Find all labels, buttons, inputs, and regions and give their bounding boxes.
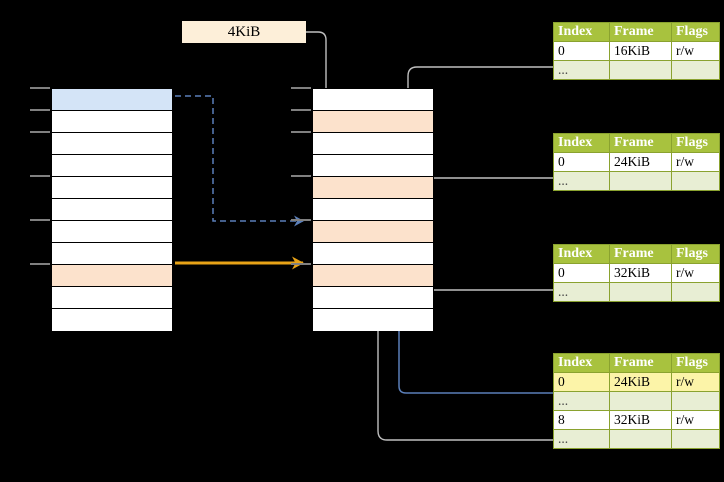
page-table-level-4-header-flags: Flags [671,353,720,373]
page-table-level-4-cell [671,391,720,411]
virtual-cell-tick-1 [30,109,50,111]
page-table-level-4-cell: 32KiB [609,410,672,430]
page-table-level-1-cell [609,60,672,80]
page-table-level-4-cell: ... [553,391,610,411]
page-table-level-3-header-frame: Frame [609,244,672,264]
page-table-level-4-header-frame: Frame [609,353,672,373]
virtual-cell-tick-6 [30,219,50,221]
page-table-level-4-cell: ... [553,429,610,449]
physical-cell-row-10 [313,309,433,331]
page-table-level-4-cell: r/w [671,410,720,430]
wire-left-row0-to-middle-row6-dashed [175,95,304,227]
page-table-level-2-cell: ... [553,171,610,191]
physical-cell-tick-0 [291,87,311,89]
virtual-cell-row-4 [52,177,172,199]
page-table-level-4-cell [671,429,720,449]
physical-cell-tick-8 [291,263,311,265]
page-table-level-2-cell: 24KiB [609,152,672,172]
page-table-level-3-cell: 32KiB [609,263,672,283]
page-table-level-4-cell: 24KiB [609,372,672,392]
page-table-level-1-header-frame: Frame [609,22,672,42]
page-table-level-2-cell [671,171,720,191]
virtual-cell-tick-2 [30,131,50,133]
page-table-level-1-header-flags: Flags [671,22,720,42]
page-table-level-1-cell: 0 [553,41,610,61]
page-table-level-3-cell [671,282,720,302]
physical-cell-row-5 [313,199,433,221]
page-table-level-2-row: ... [553,171,720,191]
physical-cell-tick-4 [291,175,311,177]
physical-address-space-column [312,88,434,331]
page-table-level-1-cell: r/w [671,41,720,61]
physical-cell-row-8 [313,265,433,287]
virtual-cell-row-0 [52,89,172,111]
page-table-level-3-cell [609,282,672,302]
page-table-level-3-header-index: Index [553,244,610,264]
page-table-level-4-row: ... [553,429,720,449]
virtual-cell-row-8 [52,265,172,287]
page-table-level-3-row: ... [553,282,720,302]
page-table-level-2-header-flags: Flags [671,133,720,153]
page-table-level-3-cell: ... [553,282,610,302]
page-table-level-2-cell [609,171,672,191]
page-table-level-4-cell [609,429,672,449]
virtual-cell-row-10 [52,309,172,331]
virtual-cell-row-2 [52,133,172,155]
virtual-cell-row-5 [52,199,172,221]
physical-cell-row-6 [313,221,433,243]
physical-cell-tick-6 [291,219,311,221]
physical-cell-row-9 [313,287,433,309]
virtual-cell-row-7 [52,243,172,265]
page-table-level-2-cell: 0 [553,152,610,172]
physical-cell-row-4 [313,177,433,199]
physical-cell-tick-1 [291,109,311,111]
page-table-level-3-header-flags: Flags [671,244,720,264]
virtual-cell-row-9 [52,287,172,309]
label-4kib-text: 4KiB [227,23,261,40]
virtual-cell-row-3 [52,155,172,177]
page-table-level-1-cell: 16KiB [609,41,672,61]
virtual-cell-row-6 [52,221,172,243]
page-table-level-1-row: ... [553,60,720,80]
wire-table2-to-middle-row6 [423,177,553,227]
virtual-cell-tick-8 [30,263,50,265]
virtual-address-space-column [51,88,173,331]
physical-cell-row-0 [313,89,433,111]
page-table-level-4-cell: 8 [553,410,610,430]
physical-cell-row-3 [313,155,433,177]
page-table-level-4-cell: 0 [553,372,610,392]
page-table-level-1-cell: ... [553,60,610,80]
page-table-level-1-cell [671,60,720,80]
page-table-level-4-cell: r/w [671,372,720,392]
page-table-level-1-header-index: Index [553,22,610,42]
physical-cell-row-1 [313,111,433,133]
page-table-level-3-cell: r/w [671,263,720,283]
page-table-level-3-cell: 0 [553,263,610,283]
virtual-cell-row-1 [52,111,172,133]
wire-table3-to-middle-row8 [423,267,553,291]
virtual-cell-tick-4 [30,175,50,177]
page-table-level-2-header-frame: Frame [609,133,672,153]
page-table-level-4-cell [609,391,672,411]
page-table-level-4-header-index: Index [553,353,610,373]
virtual-cell-tick-0 [30,87,50,89]
page-table-level-4-row: ... [553,391,720,411]
page-table-level-2-cell: r/w [671,152,720,172]
physical-cell-row-7 [313,243,433,265]
physical-cell-tick-2 [291,131,311,133]
physical-cell-row-2 [313,133,433,155]
page-table-level-2-header-index: Index [553,133,610,153]
label-4kib: 4KiB [182,21,306,43]
